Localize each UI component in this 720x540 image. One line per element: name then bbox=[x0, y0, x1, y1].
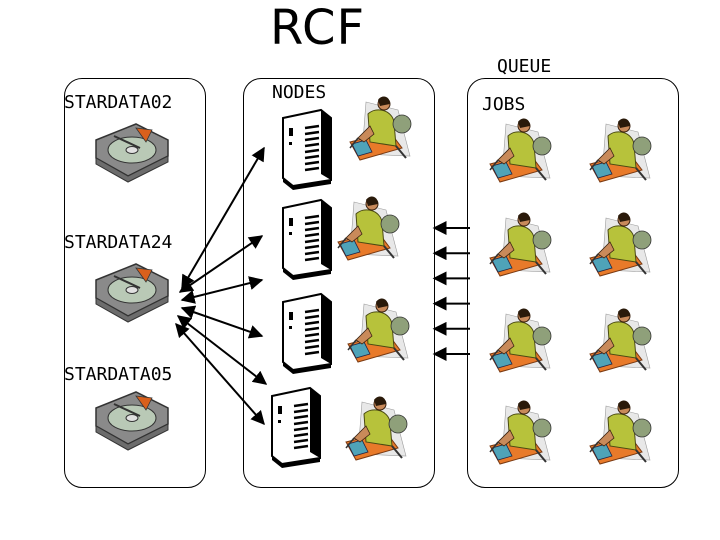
nodes-label: NODES bbox=[272, 82, 327, 103]
disk-label-stardata24: STARDATA24 bbox=[64, 232, 173, 253]
jobs-label: JOBS bbox=[482, 94, 526, 115]
queue-panel bbox=[467, 78, 679, 488]
diagram-title: RCF bbox=[270, 0, 366, 56]
disk-label-stardata05: STARDATA05 bbox=[64, 364, 173, 385]
disk-label-stardata02: STARDATA02 bbox=[64, 92, 173, 113]
nodes-panel bbox=[243, 78, 435, 488]
queue-title: QUEUE bbox=[497, 56, 552, 77]
storage-panel bbox=[64, 78, 206, 488]
